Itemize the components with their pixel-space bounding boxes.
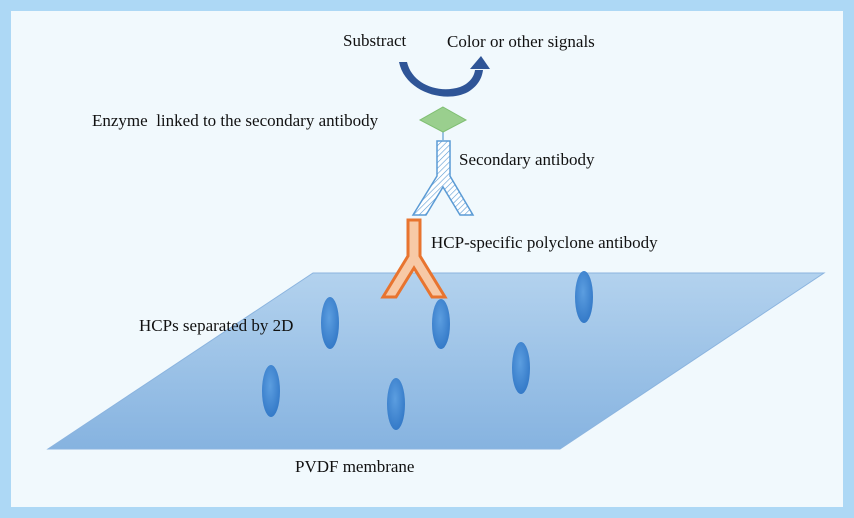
hcps-label: HCPs separated by 2D — [139, 316, 293, 335]
membrane-label: PVDF membrane — [295, 457, 414, 476]
hcp-spot — [387, 378, 405, 430]
enzyme-diamond-icon — [418, 106, 468, 133]
hcp-spot — [512, 342, 530, 394]
secondary-antibody-label: Secondary antibody — [459, 150, 595, 169]
primary-antibody-label: HCP-specific polyclone antibody — [431, 233, 658, 252]
signal-label: Color or other signals — [447, 32, 595, 51]
hcp-spot — [262, 365, 280, 417]
substract-label: Substract — [343, 31, 407, 50]
enzyme-label: Enzyme linked to the secondary antibody — [92, 111, 379, 130]
hcp-spot — [575, 271, 593, 323]
curved-arrow-icon — [399, 56, 490, 97]
primary-antibody-icon — [380, 218, 448, 299]
hcp-spot — [432, 299, 450, 349]
hcp-spots — [262, 271, 593, 430]
pvdf-membrane — [46, 272, 826, 450]
secondary-antibody-icon — [411, 140, 475, 216]
hcp-spot — [321, 297, 339, 349]
